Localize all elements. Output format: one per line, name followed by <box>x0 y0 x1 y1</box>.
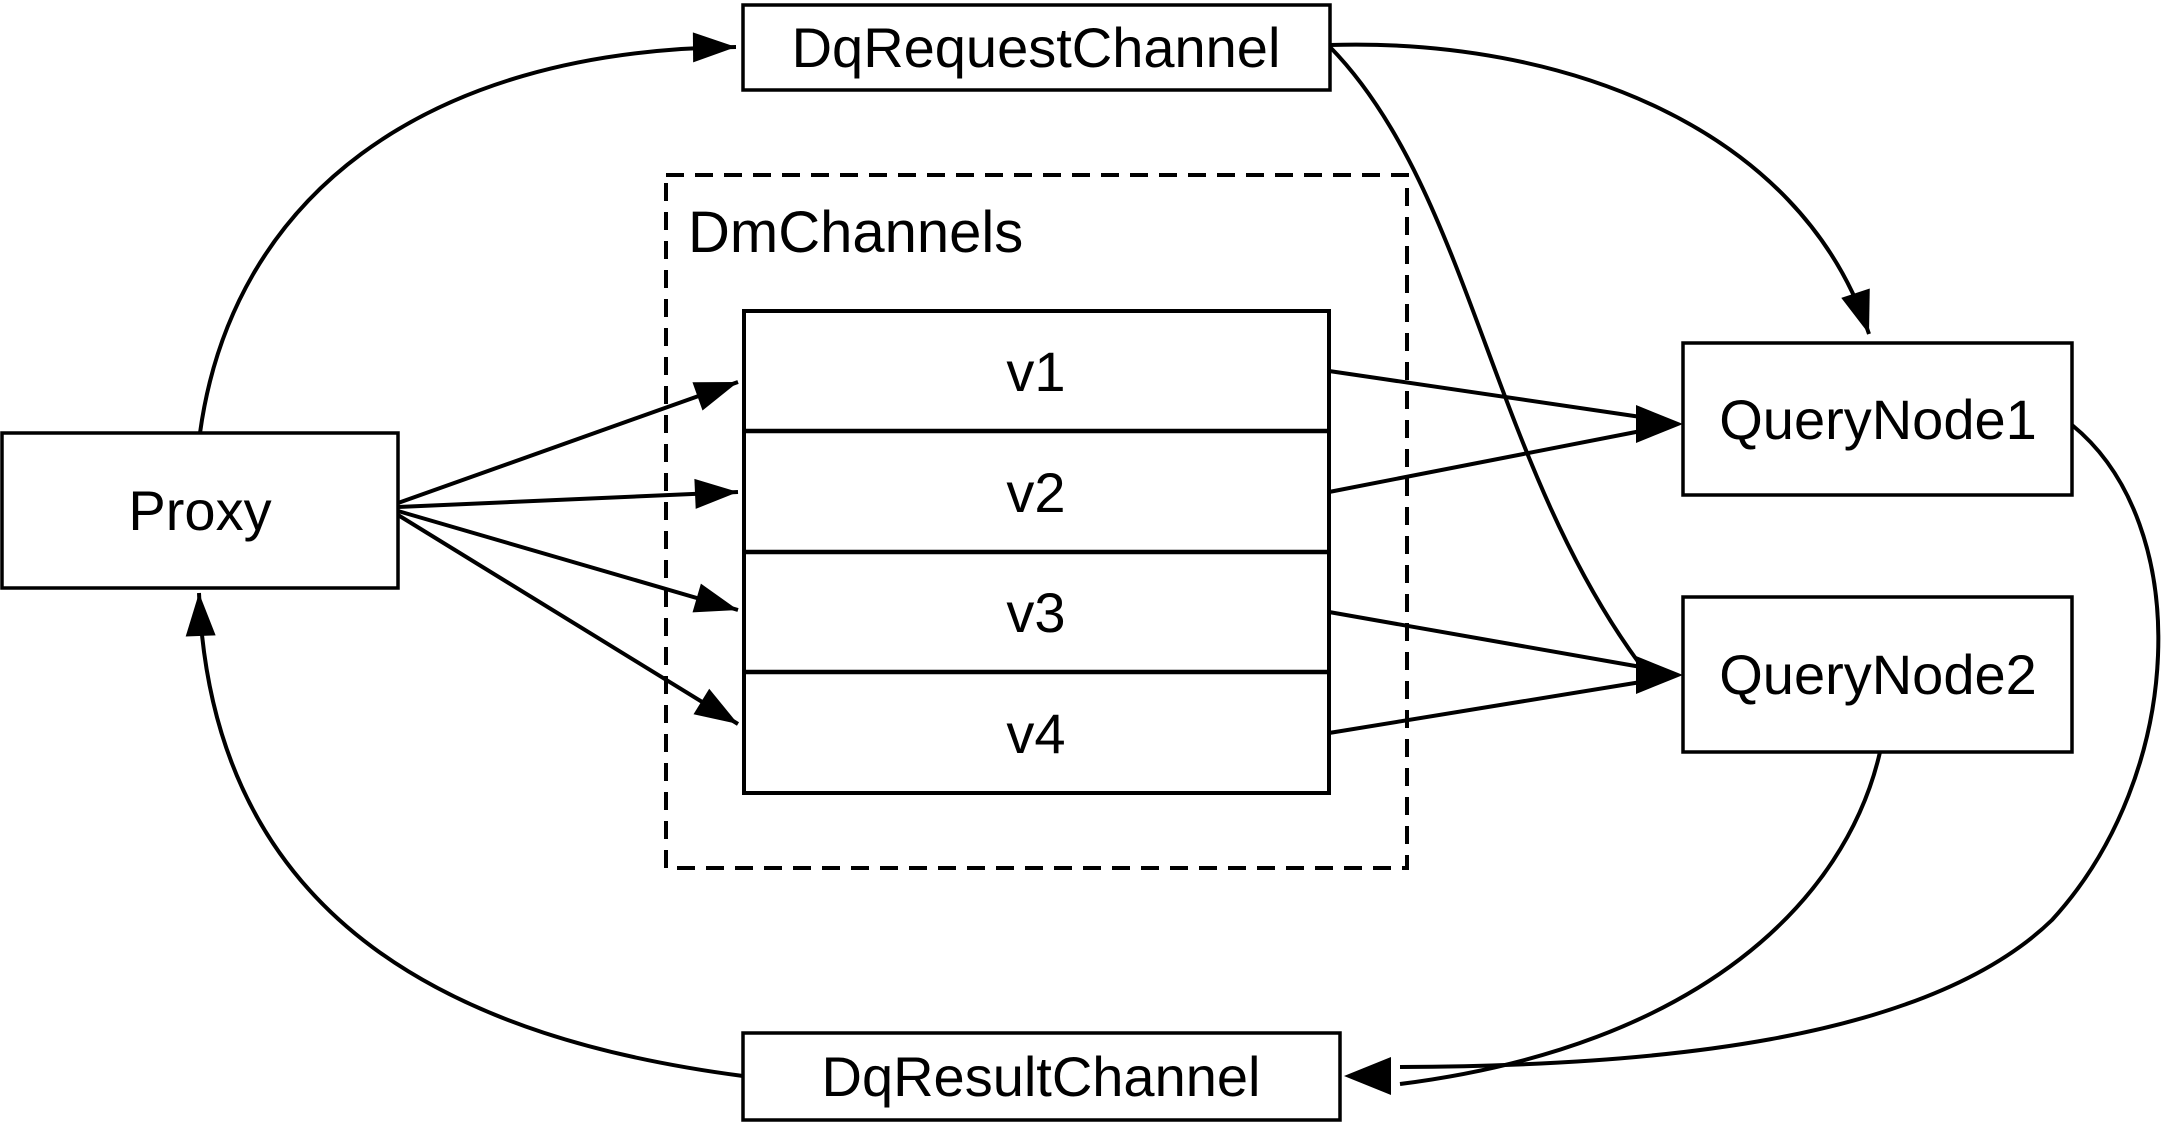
dm-channels-group-label: DmChannels <box>688 200 1023 265</box>
node-dq-request-channel: DqRequestChannel <box>741 3 1332 92</box>
arrowhead-into-dqresultchannel <box>1344 1057 1391 1095</box>
query-node-2-label: QueryNode2 <box>1719 643 2037 706</box>
node-query-node-1: QueryNode1 <box>1681 341 2074 497</box>
node-query-node-2: QueryNode2 <box>1681 595 2074 754</box>
channel-row-v4: v4 <box>1006 702 1065 765</box>
proxy-label: Proxy <box>128 479 271 542</box>
edge-v4-to-querynode2 <box>1328 680 1642 735</box>
node-proxy: Proxy <box>0 431 400 590</box>
query-node-1-box <box>1681 341 2074 497</box>
edge-proxy-to-v3 <box>397 509 739 613</box>
edge-proxy-to-dqrequestchannel <box>198 32 737 434</box>
dm-channels-table: v1 v2 v3 v4 <box>742 309 1331 795</box>
proxy-box <box>0 431 400 590</box>
dq-result-channel-box <box>741 1031 1342 1122</box>
channel-row-v2: v2 <box>1006 461 1065 524</box>
edge-v1-to-querynode1 <box>1328 369 1642 419</box>
edge-dqrequestchannel-to-querynode2 <box>1328 45 1641 665</box>
edge-dqrequestchannel-to-querynode1 <box>1329 42 1871 335</box>
edge-querynode2-to-dqresultchannel <box>1399 751 1882 1086</box>
dm-channels-group-border <box>664 173 1409 870</box>
edge-proxy-to-v1 <box>397 380 739 505</box>
edge-proxy-to-v2 <box>397 478 739 509</box>
arrowhead-into-querynode2 <box>1636 656 1683 694</box>
query-node-2-box <box>1681 595 2074 754</box>
edge-v2-to-querynode1 <box>1328 429 1642 494</box>
channel-row-v1: v1 <box>1006 340 1065 403</box>
edge-layer <box>185 32 2161 1095</box>
channel-row-v3: v3 <box>1006 581 1065 644</box>
query-node-1-label: QueryNode1 <box>1719 388 2037 451</box>
edge-dqresultchannel-to-proxy <box>185 592 744 1078</box>
edge-proxy-to-v4 <box>396 513 740 726</box>
dq-result-channel-label: DqResultChannel <box>822 1045 1261 1108</box>
arrowhead-into-querynode1 <box>1636 405 1683 443</box>
node-dq-result-channel: DqResultChannel <box>741 1031 1342 1122</box>
dq-request-channel-box <box>741 3 1332 92</box>
dq-request-channel-label: DqRequestChannel <box>792 16 1281 79</box>
edge-querynode1-to-dqresultchannel <box>1399 423 2161 1069</box>
edge-v3-to-querynode2 <box>1328 610 1642 669</box>
group-dm-channels: DmChannels <box>664 173 1409 870</box>
